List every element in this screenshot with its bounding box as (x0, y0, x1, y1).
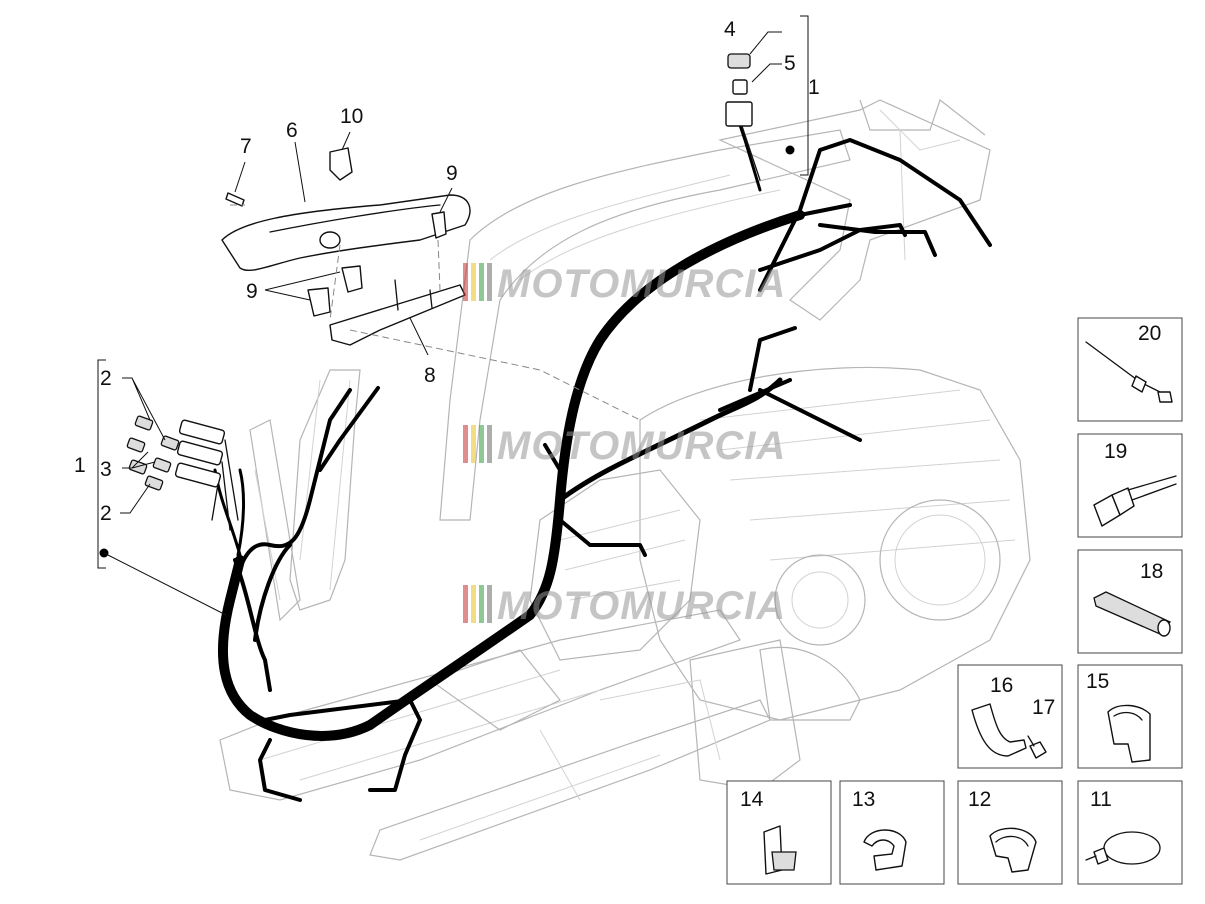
clamp-icon (1107, 704, 1151, 763)
clamp-icon (989, 827, 1037, 873)
part-box-label: 15 (1086, 670, 1109, 693)
cable-strap-icon (1085, 831, 1161, 865)
clip-part-right (431, 211, 447, 239)
part-box-label: 20 (1138, 322, 1161, 345)
part-box-12[interactable]: 12 (957, 780, 1063, 885)
clip-part-left-upper (341, 265, 363, 293)
callout-5: 5 (784, 52, 796, 75)
watermark-top: MOTOMURCIA (463, 262, 786, 306)
sleeve-icon (1093, 591, 1172, 637)
callout-10: 10 (340, 105, 363, 128)
callout-1-left: 1 (74, 454, 86, 477)
callout-labels: 4 5 1 6 7 10 9 9 8 2 1 3 2 (74, 18, 820, 525)
watermark-middle: MOTOMURCIA (463, 424, 786, 468)
left-connector-group (97, 359, 239, 616)
callout-7: 7 (240, 135, 252, 158)
callout-8: 8 (424, 364, 436, 387)
relay-connector-group (725, 15, 809, 181)
callout-9-right: 9 (446, 162, 458, 185)
callout-6: 6 (286, 119, 298, 142)
part-box-19[interactable]: 19 (1077, 433, 1183, 538)
group-bracket-2 (97, 359, 106, 569)
callout-2-top: 2 (100, 367, 112, 390)
part-box-label: 17 (1032, 696, 1055, 719)
part-box-15[interactable]: 15 (1077, 664, 1183, 769)
part-box-13[interactable]: 13 (839, 780, 945, 885)
cable-tie-icon (1085, 341, 1173, 403)
callout-2-bottom: 2 (100, 502, 112, 525)
mounting-bracket-part (329, 284, 466, 346)
part-box-label: 13 (852, 788, 875, 811)
connector-icon (1093, 475, 1177, 527)
scooter-frame (219, 99, 1031, 861)
group-bracket-1 (800, 15, 809, 176)
part-box-label: 18 (1140, 560, 1163, 583)
clip-part-left-lower (307, 287, 331, 317)
fuse-holder-part (725, 101, 753, 127)
watermark-text: MOTOMURCIA (497, 584, 786, 628)
part-box-label: 11 (1090, 788, 1112, 811)
part-box-label: 19 (1104, 440, 1127, 463)
bracket-icon (971, 703, 1027, 757)
callout-9-left: 9 (246, 280, 258, 303)
callout-3: 3 (100, 458, 112, 481)
reference-dot (785, 145, 795, 155)
screw-part (225, 192, 245, 207)
callout-4: 4 (724, 18, 736, 41)
fuse-box-group (221, 131, 641, 421)
part-box-label: 12 (968, 788, 991, 811)
callout-1-top: 1 (808, 76, 820, 99)
part-box-20[interactable]: 20 (1077, 317, 1183, 422)
fuse-cap-part (727, 53, 751, 69)
part-box-14[interactable]: 14 (726, 780, 832, 885)
screw-icon (1027, 735, 1047, 759)
main-wiring-harness (213, 123, 992, 802)
part-box-label: 16 (990, 674, 1013, 697)
part-box-11[interactable]: 11 (1077, 780, 1183, 885)
watermark-text: MOTOMURCIA (497, 262, 786, 306)
part-box-16-17[interactable]: 16 17 (957, 664, 1063, 769)
part-box-label: 14 (740, 788, 764, 811)
watermark-text: MOTOMURCIA (497, 424, 786, 468)
fuse-part (732, 79, 748, 95)
watermark-bottom: MOTOMURCIA (463, 584, 786, 628)
relay-socket-part (329, 147, 353, 181)
part-box-18[interactable]: 18 (1077, 549, 1183, 654)
clip-icon (863, 829, 907, 871)
clip-icon (763, 825, 797, 875)
